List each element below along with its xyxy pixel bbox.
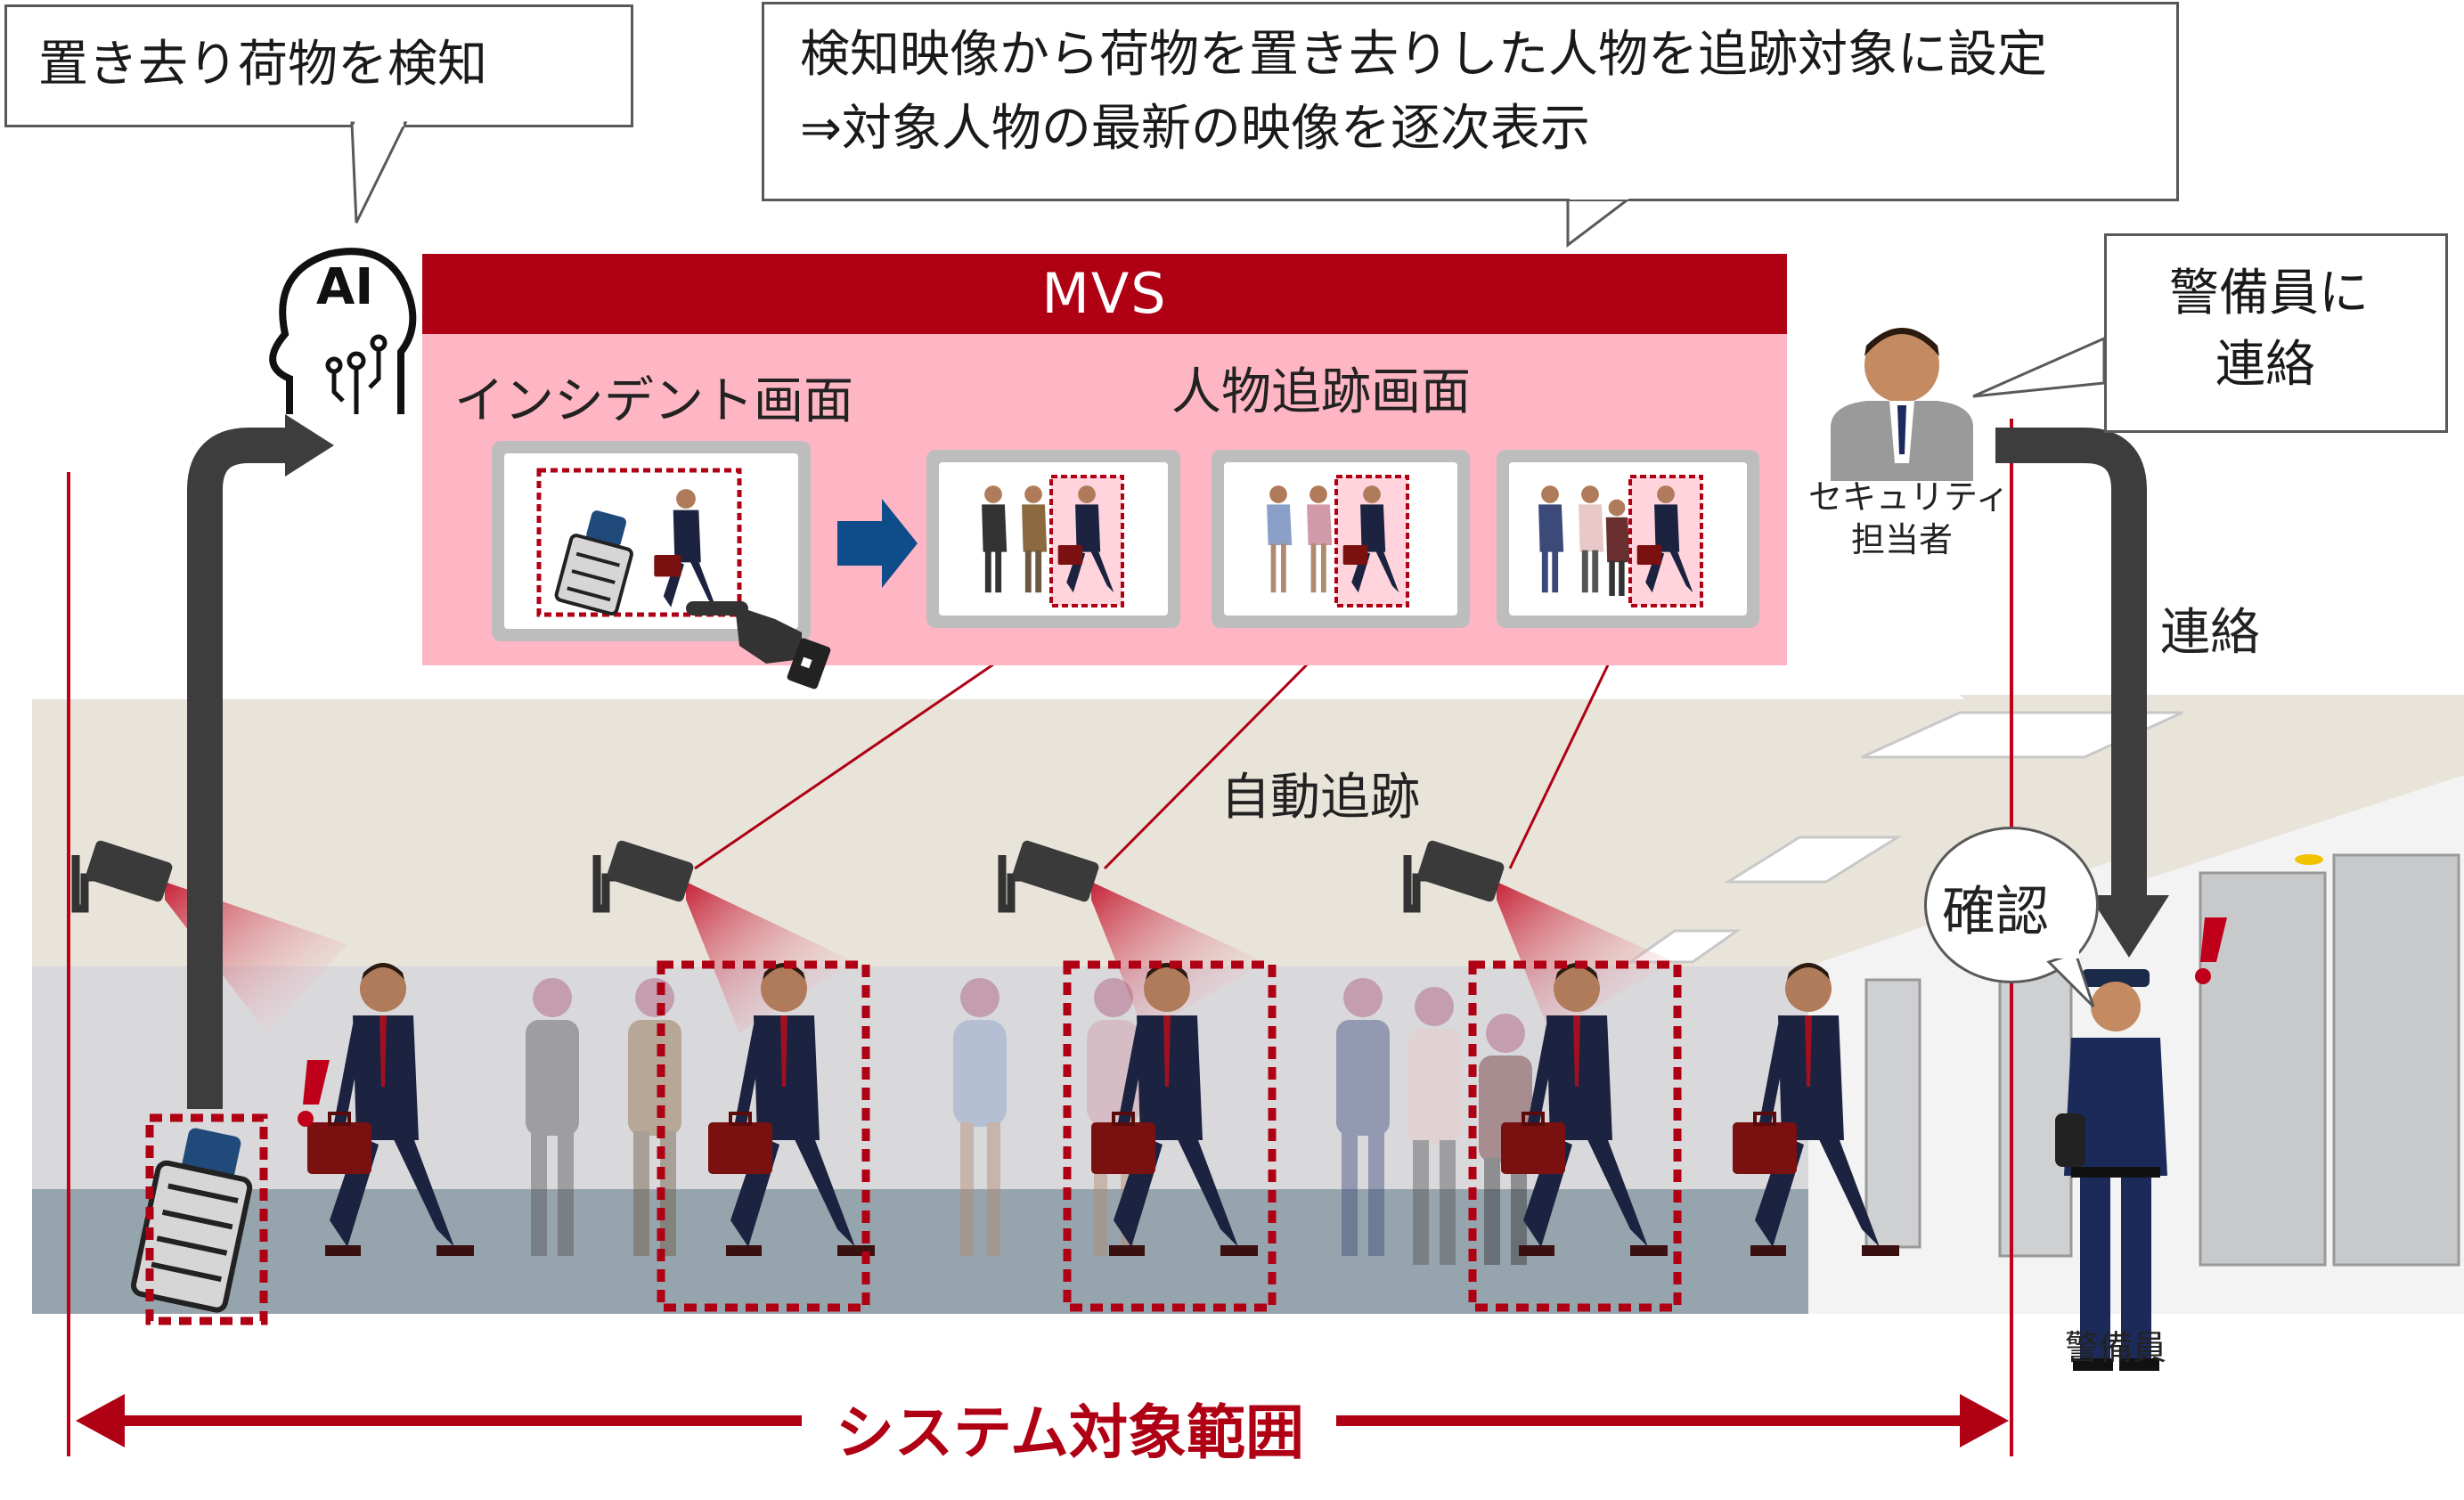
abandoned-luggage [130,1128,253,1313]
notify-callout-line1: 警備員に [2169,265,2369,322]
tracking-callout-line1: 検知映像から荷物を置き去りした人物を追跡対象に設定 [800,26,2047,84]
suspect-figure-1 [307,963,474,1256]
tracking-screen-3 [1497,450,1759,628]
guard-label: 警備員 [2064,1328,2166,1367]
incident-screen [492,441,811,641]
detection-box-2 [657,960,870,1312]
camera-2 [592,840,855,1033]
notify-callout: 警備員に 連絡 [2104,233,2448,433]
tracking-callout: 検知映像から荷物を置き去りした人物を追跡対象に設定 ⇒対象人物の最新の映像を逐次… [762,2,2179,201]
security-staff-avatar [1831,328,1973,481]
contact-label: 連絡 [2160,604,2260,662]
camera-3 [998,840,1265,1033]
system-range-label: システム対象範囲 [818,1385,1323,1471]
guard-figure [2055,969,2167,1371]
incident-screen-label: インシデント画面 [454,372,853,430]
mvs-title: MVS [422,254,1787,334]
security-staff-label-line2: 担当者 [1850,519,1953,559]
auto-tracking-label: 自動追跡 [1220,769,1420,827]
camera-4 [1403,840,1675,1033]
detection-box-luggage [145,1113,268,1325]
detect-flow-arrow [187,428,294,1109]
security-staff-label: セキュリティ 担当者 [1808,477,2010,561]
tracking-callout-line2: ⇒対象人物の最新の映像を逐次表示 [800,100,1590,158]
contact-flow-arrow [1995,428,2147,900]
tracking-link-3 [1508,623,1629,869]
tracking-link-2 [1103,624,1348,870]
detection-box-4 [1468,960,1682,1312]
security-staff-label-line1: セキュリティ [1808,477,2010,517]
detect-callout-text: 置き去り荷物を検知 [38,36,487,94]
detect-callout: 置き去り荷物を検知 [4,4,633,127]
guard-alert-exclamation-icon [2195,917,2227,984]
tracking-screen-2 [1212,450,1470,628]
tracking-screen-1 [926,450,1180,628]
ai-label: AI [316,258,374,316]
alert-exclamation-icon [298,1060,330,1127]
ai-head-icon [269,248,417,414]
confirm-bubble [1924,827,2099,983]
tracking-screen-label: 人物追跡画面 [1171,363,1471,421]
tracking-link-1 [694,624,1051,870]
confirm-label: 確認 [1942,881,2049,943]
notify-callout-line2: 連絡 [2215,336,2315,394]
detection-box-3 [1063,960,1277,1312]
